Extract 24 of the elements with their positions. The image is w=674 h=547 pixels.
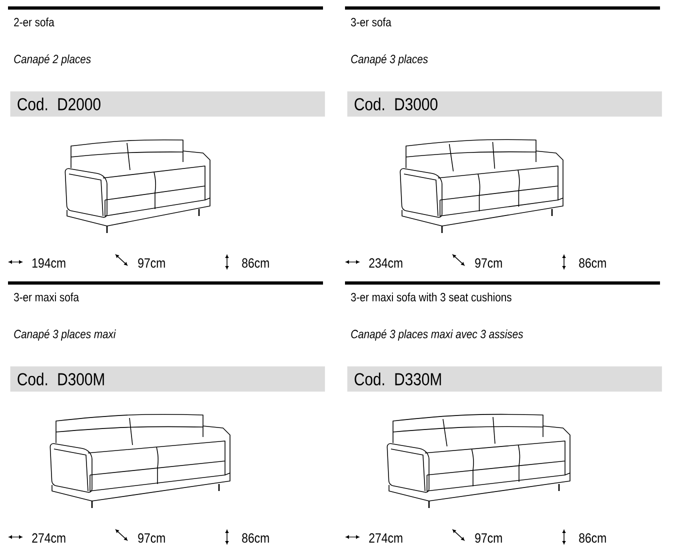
dimension-value: 234cm: [369, 258, 402, 268]
dimension-value: 86cm: [579, 533, 606, 543]
dimension-value: 86cm: [579, 258, 606, 268]
dimension-value: 97cm: [138, 533, 165, 543]
code-band: Cod. D300M: [10, 366, 325, 392]
dimension-value: 274cm: [369, 533, 402, 543]
dimension-value: 86cm: [242, 258, 269, 268]
code-band: Cod. D2000: [10, 91, 325, 117]
dimension-value: 194cm: [32, 258, 66, 268]
dimension-value: 97cm: [475, 533, 502, 543]
code-band: Cod. D3000: [347, 91, 662, 117]
dimension-value: 274cm: [32, 533, 66, 543]
subheading: Canapé 3 places maxi avec 3 assises: [351, 329, 524, 341]
code-band: Cod. D330M: [347, 366, 662, 392]
subheading: Canapé 3 places maxi: [14, 329, 116, 341]
heading: 3-er maxi sofa with 3 seat cushions: [351, 292, 512, 302]
dimension-value: 86cm: [242, 533, 269, 543]
subheading: Canapé 2 places: [14, 54, 91, 66]
dimension-value: 97cm: [475, 258, 502, 268]
subheading: Canapé 3 places: [351, 54, 428, 66]
heading: 3-er sofa: [351, 18, 392, 26]
heading: 2-er sofa: [14, 18, 54, 26]
heading: 3-er maxi sofa: [14, 292, 79, 302]
dimension-value: 97cm: [138, 258, 165, 268]
